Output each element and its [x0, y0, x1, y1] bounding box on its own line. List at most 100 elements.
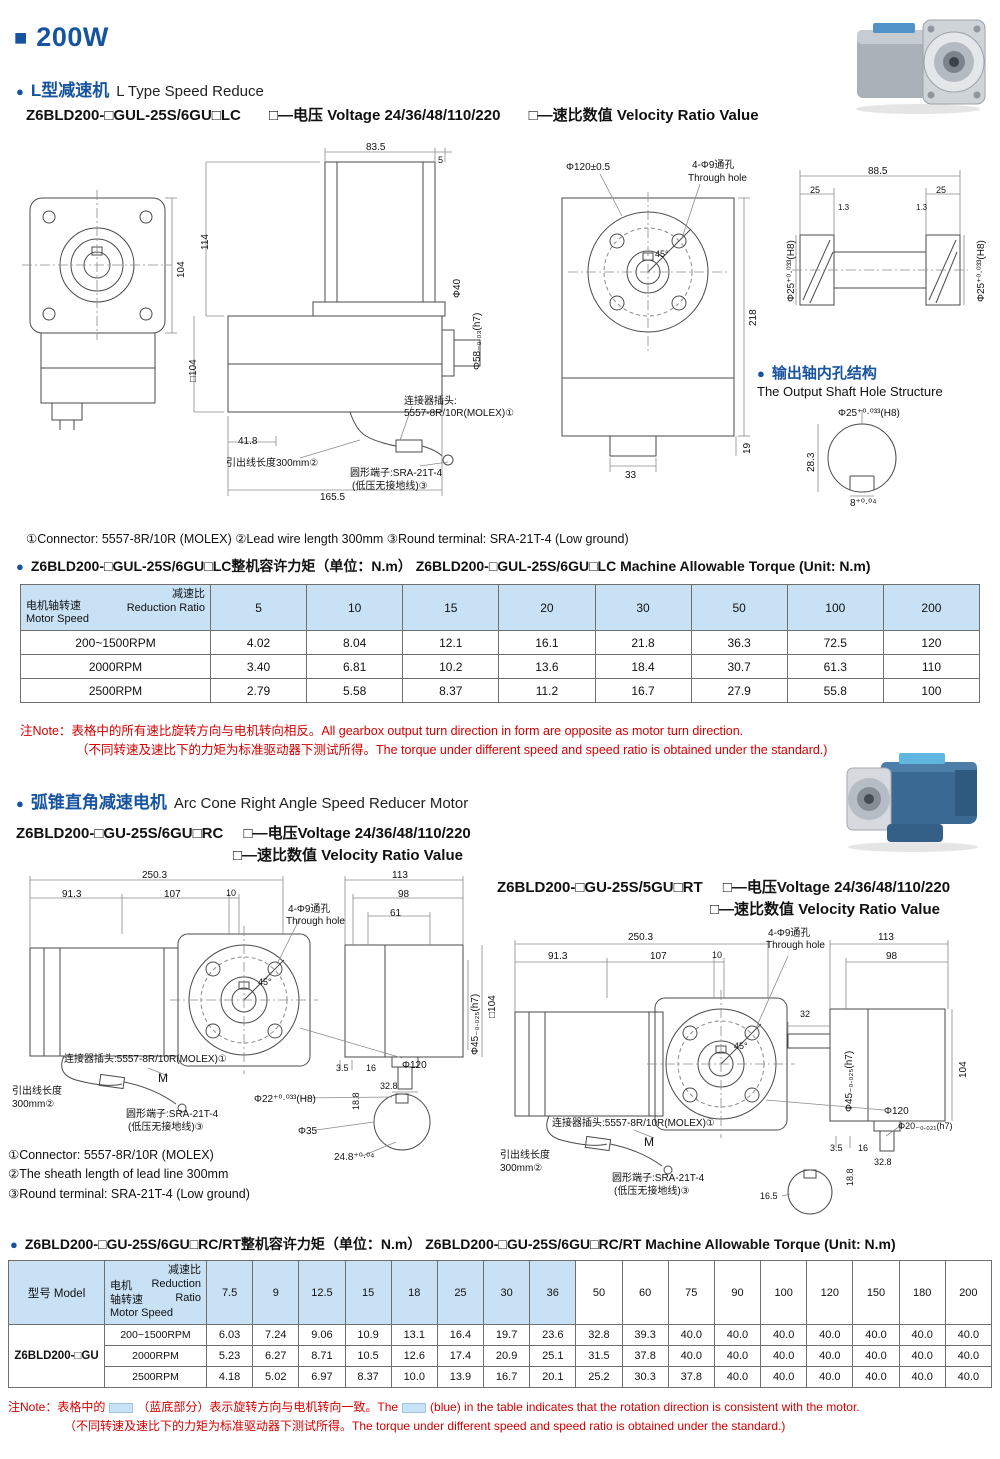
table-row: 2000RPM 5.23 6.27 8.71 10.5 12.6 17.4 20…	[9, 1345, 993, 1367]
dimension-label: Through hole	[766, 940, 825, 951]
torque-cell: 8.37	[344, 1366, 392, 1388]
torque-cell: 61.3	[786, 654, 884, 679]
torque-cell: 6.27	[252, 1345, 300, 1367]
output-shaft-structure-header: ● 输出轴内孔结构	[757, 362, 877, 383]
section-header-l-type: ● L型减速机 L Type Speed Reduce	[16, 76, 264, 101]
rc-rt-torque-table: 型号 Model 减速比 Reduction Ratio 电机 轴转速 Moto…	[8, 1260, 993, 1388]
ratio-header-cell: 200	[882, 584, 981, 631]
dimension-label: Φ22⁺⁰·⁰³³(H8)	[254, 1094, 316, 1105]
table-row: Z6BLD200-□GU 200~1500RPM 6.03 7.24 9.06 …	[8, 1324, 993, 1388]
torque-cell: 40.0	[806, 1324, 854, 1346]
dimension-label: 16	[366, 1063, 377, 1073]
arc-cone-drawing-svg	[29, 876, 953, 1215]
torque-cell: 39.3	[621, 1324, 669, 1346]
dimension-label: 连接器插头:5557-8R/10R(MOLEX)①	[552, 1118, 715, 1129]
ratio-header-cell: 15	[402, 584, 500, 631]
dimension-label: 61	[390, 908, 402, 919]
ratio-header-cell: 75	[667, 1260, 715, 1325]
l-type-drawing-svg	[22, 148, 968, 497]
torque-cell: 20.1	[529, 1366, 577, 1388]
output-shaft-title-cn: 输出轴内孔结构	[771, 365, 877, 382]
ratio-header-cell: 60	[621, 1260, 669, 1325]
dimension-label: 33	[625, 470, 637, 481]
torque-cell: 2.79	[209, 678, 308, 703]
torque-cell: 3.40	[209, 654, 308, 679]
note-line: （不同转速及速比下的力矩为标准驱动器下测试所得。The torque under…	[64, 1418, 786, 1433]
dimension-label: □104	[487, 995, 498, 1018]
torque-cell: 10.5	[344, 1345, 392, 1367]
ratio-header-cell: 18	[390, 1260, 438, 1325]
product-photo-l-gearmotor	[843, 6, 993, 116]
dimension-label: 16.5	[760, 1191, 778, 1201]
torque-cell: 40.0	[944, 1324, 993, 1346]
section-header-arc-cone: ● 弧锥直角减速电机 Arc Cone Right Angle Speed Re…	[16, 788, 468, 813]
dimension-label: 8⁺⁰·⁰⁴	[850, 498, 877, 509]
torque-cell: 40.0	[944, 1366, 993, 1388]
speed-cell: 2000RPM	[20, 654, 211, 679]
dimension-label: 98	[398, 889, 410, 900]
dimension-label: 107	[164, 889, 181, 900]
dimension-label: Φ25⁺⁰·⁰³³(H8)	[838, 408, 900, 419]
ratio-header-cell: 50	[575, 1260, 623, 1325]
ratio-note: □—速比数值 Velocity Ratio Value	[528, 107, 759, 124]
bullet-icon: ●	[757, 366, 765, 381]
dimension-label: 24.8⁺⁰·⁰⁴	[334, 1152, 375, 1163]
torque-cell: 40.0	[760, 1345, 808, 1367]
dimension-label: (低压无接地线)③	[352, 481, 428, 492]
torque-cell: 32.8	[575, 1324, 623, 1346]
torque-cell: 18.4	[594, 654, 692, 679]
torque-cell: 40.0	[898, 1324, 946, 1346]
dimension-label: Φ120±0.5	[566, 162, 611, 173]
dimension-label: 104	[176, 261, 187, 278]
dimension-label: 45°	[734, 1041, 748, 1051]
bullet-icon: ●	[16, 84, 24, 99]
motor-speed-label: 电机 轴转速 Motor Speed	[110, 1279, 173, 1320]
torque-cell: 30.7	[690, 654, 788, 679]
ratio-header-cell: 12.5	[298, 1260, 346, 1325]
dimension-label: 83.5	[366, 142, 386, 153]
torque-cell: 40.0	[806, 1366, 854, 1388]
dimension-label: 5557-8R/10R(MOLEX)①	[404, 408, 515, 419]
torque-cell: 7.24	[252, 1324, 300, 1346]
model-value-cell: Z6BLD200-□GU	[8, 1324, 105, 1388]
torque-cell: 8.71	[298, 1345, 346, 1367]
torque-cell: 12.6	[390, 1345, 438, 1367]
torque-cell: 36.3	[690, 630, 788, 655]
torque-cell: 8.04	[306, 630, 404, 655]
torque-cell: 40.0	[713, 1324, 762, 1346]
torque-cell: 16.4	[436, 1324, 485, 1346]
torque-cell: 100	[882, 678, 981, 703]
blue-swatch-icon	[109, 1402, 134, 1413]
torque-cell: 37.8	[667, 1366, 715, 1388]
dimension-label: 218	[748, 309, 759, 326]
speed-cell: 2500RPM	[20, 678, 211, 703]
dimension-label: 250.3	[142, 870, 168, 881]
dimension-label: 25	[810, 185, 821, 195]
torque-cell: 5.23	[205, 1345, 254, 1367]
torque-cell: 40.0	[667, 1345, 715, 1367]
ratio-note: □—速比数值 Velocity Ratio Value	[710, 901, 940, 918]
dimension-label: 250.3	[628, 932, 654, 943]
torque-cell: 21.8	[594, 630, 692, 655]
torque-cell: 110	[882, 654, 981, 679]
dimension-label: 1.3	[838, 203, 850, 212]
dimension-label: Φ20₋₀.₀₂₁(h7)	[898, 1121, 953, 1131]
torque-cell: 8.37	[402, 678, 500, 703]
ratio-header-cell: 90	[713, 1260, 762, 1325]
note-line: （不同转速及速比下的力矩为标准驱动器下测试所得。The torque under…	[76, 743, 828, 758]
ratio-header-cell: 30	[594, 584, 692, 631]
dimension-label: 圆形端子:SRA-21T-4	[126, 1109, 219, 1120]
dimension-label: 3.5	[830, 1143, 843, 1153]
dimension-label: 18.8	[351, 1092, 361, 1110]
note-line: ③Round terminal: SRA-21T-4 (Low ground)	[8, 1186, 250, 1201]
torque-cell: 27.9	[690, 678, 788, 703]
reduction-ratio-label: 减速比 Reduction Ratio	[151, 1264, 201, 1304]
torque-cell: 10.2	[402, 654, 500, 679]
dimension-label: Φ35	[298, 1126, 318, 1137]
table2-title-text: Z6BLD200-□GU-25S/6GU□RC/RT整机容许力矩（单位：N.m）…	[24, 1236, 896, 1252]
torque-cell: 4.02	[209, 630, 308, 655]
speed-cell: 200~1500RPM	[20, 630, 211, 655]
table-header-row: 减速比 Reduction Ratio 电机轴转速 Motor Speed 5 …	[20, 584, 981, 631]
torque-cell: 11.2	[498, 678, 596, 703]
